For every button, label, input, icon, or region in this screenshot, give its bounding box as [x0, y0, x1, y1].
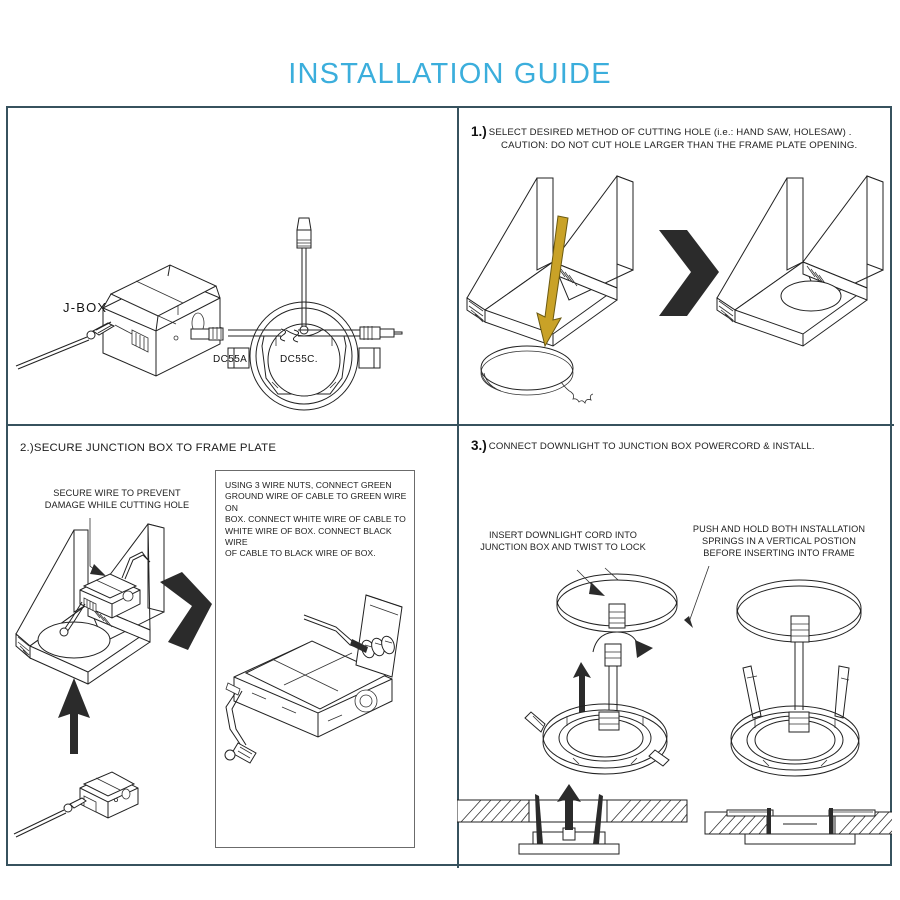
downlight-frame-drawing [227, 217, 381, 411]
cross-section-inserting [457, 784, 688, 855]
step-3-number: 3.) [471, 438, 487, 453]
cut-hole [780, 280, 842, 312]
hole-template-disc [480, 345, 594, 404]
step-3-annotation-left: INSERT DOWNLIGHT CORD INTO JUNCTION BOX … [480, 530, 646, 552]
mounted-junction-box [59, 551, 151, 637]
step-3-annotation-right: PUSH AND HOLD BOTH INSTALLATION SPRINGS … [692, 524, 866, 558]
step-1-illustration [466, 175, 884, 404]
panel-step-2: 2.)SECURE JUNCTION BOX TO FRAME PLATE SE… [8, 426, 453, 864]
joist-hole [37, 621, 111, 659]
panel-grid [6, 106, 894, 868]
page-title: INSTALLATION GUIDE [288, 58, 612, 90]
parts-illustration [15, 217, 403, 411]
downlight-insert-right [730, 579, 862, 777]
chevron-right-icon-2 [160, 572, 212, 650]
gold-down-arrow-icon [536, 215, 569, 348]
step-2-notebox: USING 3 WIRE NUTS, CONNECT GREEN GROUND … [215, 470, 415, 848]
frame-ring-right [730, 705, 860, 777]
panel-step-1: 1.) SELECT DESIRED METHOD OF CUTTING HOL… [457, 108, 892, 418]
joist-with-box [15, 523, 165, 685]
junction-box-open-illustration [224, 594, 403, 764]
joist-before-cut [466, 175, 634, 404]
vertical-divider [457, 108, 459, 868]
junction-box-drawing [15, 264, 221, 377]
joist-after-cut [716, 175, 884, 347]
chevron-right-icon [659, 230, 719, 316]
downlight-insert-left [524, 569, 678, 775]
step-2-joist-illustration [13, 518, 212, 838]
step-1-number: 1.) [471, 124, 487, 139]
small-junction-box [13, 771, 139, 838]
step-2-heading: 2.)SECURE JUNCTION BOX TO FRAME PLATE [20, 442, 277, 454]
step-3-heading: CONNECT DOWNLIGHT TO JUNCTION BOX POWERC… [488, 441, 815, 452]
panel-parts-overview: J-BOX DC55A DC55C. [8, 108, 453, 418]
label-jbox: J-BOX [63, 300, 108, 315]
step-1-text: SELECT DESIRED METHOD OF CUTTING HOLE (i… [488, 127, 852, 138]
cross-section-installed [704, 808, 892, 845]
cable-dc55c-drawing [292, 326, 403, 343]
step-2-notebox-text: USING 3 WIRE NUTS, CONNECT GREEN GROUND … [225, 480, 407, 559]
panel-step-3: 3.) CONNECT DOWNLIGHT TO JUNCTION BOX PO… [457, 426, 892, 864]
label-dc55a: DC55A [213, 354, 248, 365]
label-dc55c: DC55C. [280, 354, 318, 365]
step-3-illustration [457, 566, 892, 855]
horizontal-divider [8, 424, 894, 426]
step-2-annotation: SECURE WIRE TO PREVENT DAMAGE WHILE CUTT… [44, 488, 190, 510]
step-1-caution: CAUTION: DO NOT CUT HOLE LARGER THAN THE… [501, 140, 858, 151]
up-arrow-icon [58, 678, 90, 754]
frame-ring-left [524, 703, 670, 775]
cable-dc55a-drawing [190, 327, 287, 342]
